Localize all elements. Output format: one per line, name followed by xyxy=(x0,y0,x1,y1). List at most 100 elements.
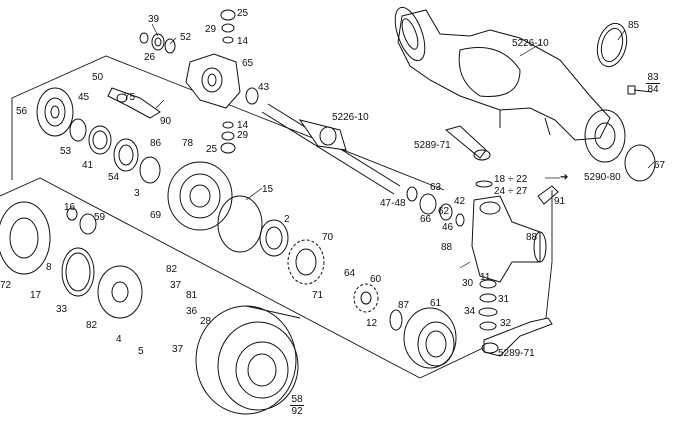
label-63: 63 xyxy=(430,182,442,193)
label-29b: 29 xyxy=(237,130,249,141)
wheel-hub-69 xyxy=(167,161,233,231)
label-30: 30 xyxy=(462,278,474,289)
plate-82 xyxy=(97,265,143,319)
drive-shaft-5226 xyxy=(245,87,401,195)
label-2: 2 xyxy=(284,214,290,225)
arrow-right-icon: ➔ xyxy=(560,172,569,183)
gear-70 xyxy=(287,239,325,285)
label-25b: 25 xyxy=(206,144,218,155)
label-88: 88 xyxy=(526,232,538,243)
label-64: 64 xyxy=(344,268,356,279)
label-83-84: 83 84 xyxy=(646,72,660,95)
label-92: 92 xyxy=(291,406,303,417)
label-5226-10-shaft: 5226-10 xyxy=(332,112,369,123)
label-12: 12 xyxy=(366,318,378,329)
label-71: 71 xyxy=(312,290,324,301)
steering-knuckle-88 xyxy=(471,195,547,283)
label-54: 54 xyxy=(108,172,120,183)
label-42: 42 xyxy=(454,196,466,207)
steering-arm-5289-upper xyxy=(444,125,491,161)
label-47-48: 47-48 xyxy=(380,198,406,209)
label-85: 85 xyxy=(628,20,640,31)
label-81: 81 xyxy=(186,290,198,301)
label-11: 11 xyxy=(480,272,491,283)
label-28: 28 xyxy=(200,316,212,327)
label-46: 46 xyxy=(442,222,454,233)
label-14b: 14 xyxy=(237,120,249,131)
label-32: 32 xyxy=(500,318,512,329)
label-83: 83 xyxy=(646,72,660,84)
label-18-22: 18 ÷ 22 xyxy=(494,174,528,185)
ring-33 xyxy=(61,247,95,297)
label-90: 90 xyxy=(160,116,172,127)
label-5: 5 xyxy=(138,346,144,357)
label-33: 33 xyxy=(56,304,68,315)
universal-joint-yoke-65 xyxy=(185,53,241,109)
spline-16-59 xyxy=(66,207,97,235)
label-88-small: 88 xyxy=(441,242,453,253)
hub-cap-56 xyxy=(36,87,74,137)
label-52: 52 xyxy=(180,32,192,43)
label-37a: 37 xyxy=(170,280,182,291)
label-91: 91 xyxy=(554,196,566,207)
bearing-2 xyxy=(259,219,289,257)
gasket-15 xyxy=(217,195,263,253)
label-58: 58 xyxy=(290,394,304,406)
label-70: 70 xyxy=(322,232,334,243)
label-5289-71-lower: 5289-71 xyxy=(498,348,535,359)
label-82b: 82 xyxy=(86,320,98,331)
label-60: 60 xyxy=(370,274,382,285)
king-pin-rings xyxy=(475,180,498,331)
label-67: 67 xyxy=(654,160,666,171)
label-41: 41 xyxy=(82,160,94,171)
planet-carrier-72 xyxy=(0,201,51,275)
label-15: 15 xyxy=(262,184,274,195)
label-5289-71-upper: 5289-71 xyxy=(414,140,451,151)
label-84: 84 xyxy=(647,84,659,95)
bearing-rings-left xyxy=(69,118,161,184)
grease-fitting-91 xyxy=(537,185,559,205)
snap-ring-87 xyxy=(389,309,403,331)
label-69: 69 xyxy=(150,210,162,221)
label-25: 25 xyxy=(237,8,249,19)
seals-47-48-66 xyxy=(406,186,465,227)
label-50: 50 xyxy=(92,72,104,83)
label-5226-10-housing: 5226-10 xyxy=(512,38,549,49)
label-65: 65 xyxy=(242,58,254,69)
label-45: 45 xyxy=(78,92,90,103)
label-43: 43 xyxy=(258,82,270,93)
planet-gear-60 xyxy=(353,283,379,313)
small-parts-top xyxy=(139,9,236,154)
label-29: 29 xyxy=(205,24,217,35)
brake-drum-58-92 xyxy=(195,305,301,415)
label-26: 26 xyxy=(144,52,156,63)
label-5290-80: 5290-80 xyxy=(584,172,621,183)
label-24-27: 24 ÷ 27 xyxy=(494,186,528,197)
bolt-83-84 xyxy=(627,85,653,95)
label-66: 66 xyxy=(420,214,432,225)
leader-lines xyxy=(151,23,655,269)
steering-arm-5289-lower xyxy=(481,317,553,357)
label-16: 16 xyxy=(64,202,76,213)
label-39: 39 xyxy=(148,14,160,25)
label-62: 62 xyxy=(438,206,450,217)
label-86: 86 xyxy=(150,138,162,149)
seal-67 xyxy=(624,144,656,182)
label-31: 31 xyxy=(498,294,510,305)
label-8: 8 xyxy=(46,262,52,273)
ring-85 xyxy=(596,22,628,68)
label-17: 17 xyxy=(30,290,42,301)
label-14: 14 xyxy=(237,36,249,47)
label-61: 61 xyxy=(430,298,442,309)
label-3: 3 xyxy=(134,188,140,199)
label-82a: 82 xyxy=(166,264,178,275)
axle-housing xyxy=(394,6,626,163)
label-37b: 37 xyxy=(172,344,184,355)
label-59: 59 xyxy=(94,212,106,223)
label-78: 78 xyxy=(182,138,194,149)
label-4: 4 xyxy=(116,334,122,345)
label-56: 56 xyxy=(16,106,28,117)
label-75: 75 xyxy=(124,92,136,103)
